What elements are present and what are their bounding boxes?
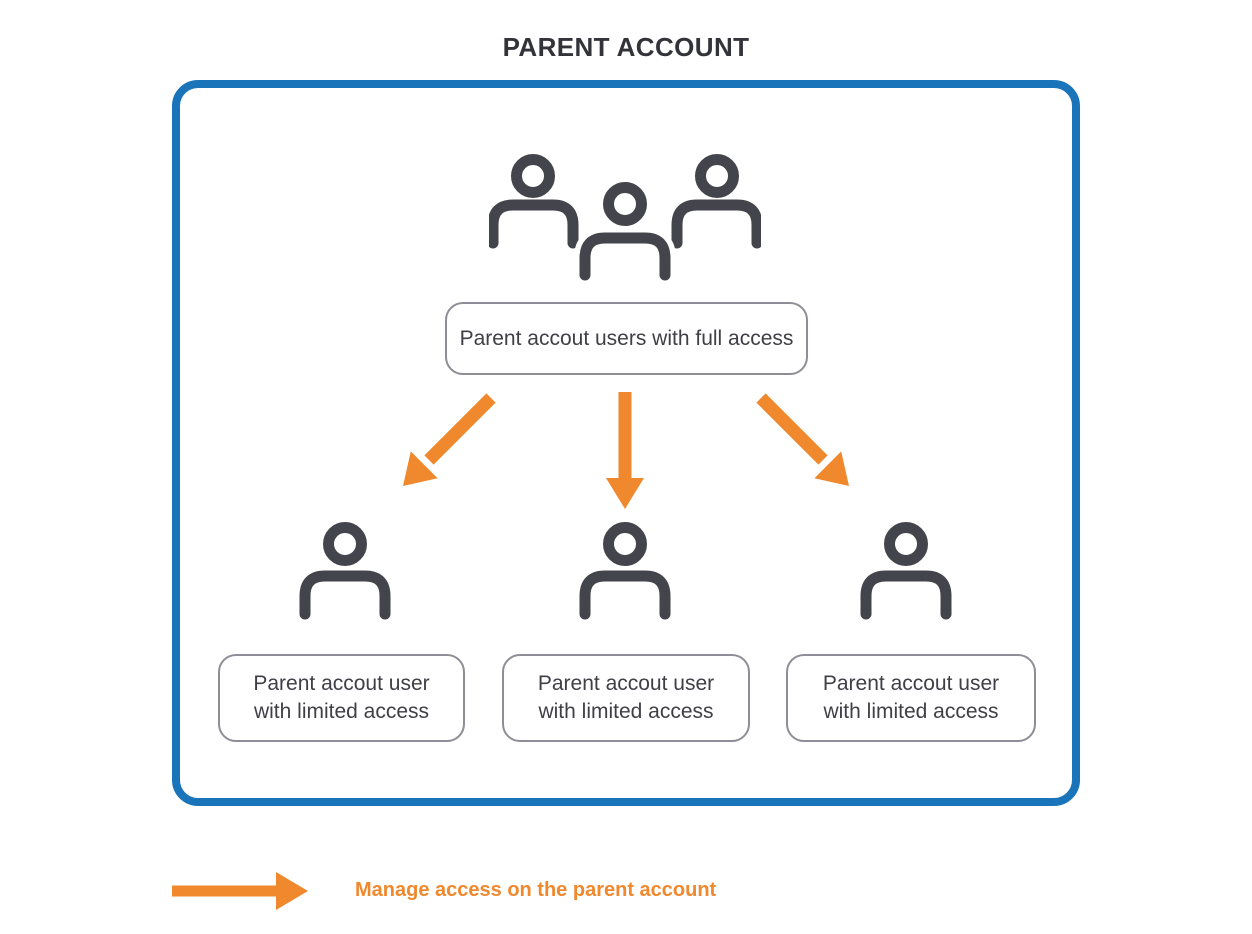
user-icon: [299, 522, 391, 620]
full-access-label-box: Parent accout users with full access: [445, 302, 808, 375]
manage-access-arrow-left-icon: [403, 393, 496, 486]
diagram-title: PARENT ACCOUNT: [502, 32, 750, 62]
limited-access-label-line1: Parent accout user: [253, 672, 430, 695]
full-access-label: Parent accout users with full access: [459, 326, 794, 350]
user-icon: [579, 522, 671, 620]
user-icon: [860, 522, 952, 620]
manage-access-arrow-down-icon: [606, 392, 644, 509]
limited-access-label-line2: with limited access: [253, 700, 430, 723]
limited-access-label-line2: with limited access: [538, 700, 714, 723]
manage-access-arrow-right-icon: [756, 393, 849, 486]
users-group-icon: [489, 154, 761, 282]
limited-access-label-line1: Parent accout user: [822, 672, 1000, 695]
legend-label: Manage access on the parent account: [355, 879, 717, 901]
limited-access-label-line1: Parent accout user: [537, 672, 715, 695]
limited-access-label-box: Parent accout user with limited access: [786, 654, 1036, 742]
limited-access-label-line2: with limited access: [823, 700, 999, 723]
limited-access-label-box: Parent accout user with limited access: [218, 654, 465, 742]
legend-right-arrow-icon: [172, 872, 308, 910]
limited-access-label-box: Parent accout user with limited access: [502, 654, 750, 742]
